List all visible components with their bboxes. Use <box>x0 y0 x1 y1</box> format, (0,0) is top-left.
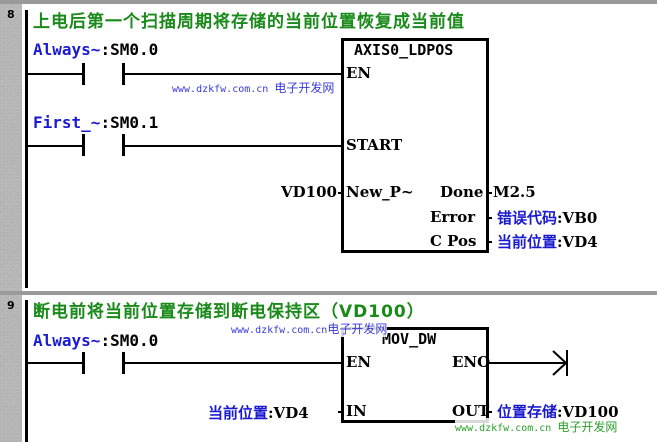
eno-wire <box>486 362 568 364</box>
pin-stub <box>486 411 492 413</box>
contact-address: :SM0.1 <box>100 113 159 132</box>
block-title: AXIS0_LDPOS <box>354 41 454 59</box>
watermark-name: 电子开发网 <box>274 81 335 95</box>
pin-en: EN <box>346 353 372 371</box>
watermark-url: www.dzkfw.com.cn <box>231 325 328 336</box>
pin-in: IN <box>346 402 367 420</box>
watermark-name: 电子开发网 <box>327 322 388 336</box>
pin-eno: ENO <box>452 353 491 371</box>
wire <box>125 73 343 75</box>
wire <box>28 73 82 75</box>
contact-symbol: First_~ <box>33 113 101 132</box>
network-separator <box>0 291 657 295</box>
contact-no-right[interactable] <box>122 63 125 85</box>
pin-new-p: New_P~ <box>346 183 414 201</box>
pin-c-pos: C Pos <box>430 232 477 250</box>
pin-stub <box>486 241 492 243</box>
network-comment[interactable]: 上电后第一个扫描周期将存储的当前位置恢复成当前值 <box>33 12 465 32</box>
network-number: 8 <box>7 8 15 21</box>
contact-symbol: Always~ <box>33 331 101 350</box>
contact-no-left[interactable] <box>82 134 85 156</box>
operand-address: :VD4 <box>557 233 598 251</box>
function-block-mov-dw[interactable] <box>341 327 489 423</box>
network-comment[interactable]: 断电前将当前位置存储到断电保持区（VD100） <box>33 302 425 322</box>
watermark: www.dzkfw.com.cn 电子开发网 <box>172 79 335 96</box>
operand-vd100[interactable]: VD100 <box>281 183 337 201</box>
contact-symbol: Always~ <box>33 40 101 59</box>
wire <box>125 145 343 147</box>
network-separator <box>0 0 657 4</box>
watermark-url: www.dzkfw.com.cn <box>172 84 269 95</box>
operand-address: :VD4 <box>268 404 309 422</box>
function-block-axis0-ldpos[interactable] <box>341 38 489 253</box>
contact-address: :SM0.0 <box>100 40 159 59</box>
operand-symbol: 当前位置 <box>208 404 269 422</box>
contact-label: Always~:SM0.0 <box>33 331 158 350</box>
pin-done: Done <box>440 183 484 201</box>
network-number: 9 <box>7 299 15 312</box>
end-coil-bar <box>566 350 568 376</box>
contact-label: Always~:SM0.0 <box>33 40 158 59</box>
contact-no-left[interactable] <box>82 352 85 374</box>
contact-address: :SM0.0 <box>100 331 159 350</box>
power-rail[interactable] <box>25 300 28 442</box>
operand-error[interactable]: 错误代码:VB0 <box>497 207 597 228</box>
pin-start: START <box>346 136 403 154</box>
watermark-url: www.dzkfw.com.cn <box>455 423 552 434</box>
pin-stub <box>486 192 492 194</box>
pin-stub <box>338 411 343 413</box>
wire <box>28 362 82 364</box>
contact-no-right[interactable] <box>122 134 125 156</box>
operand-address: :VB0 <box>557 209 598 227</box>
end-arrow-icon <box>552 350 567 376</box>
pin-stub <box>338 192 343 194</box>
wire <box>125 362 343 364</box>
operand-m2-5[interactable]: M2.5 <box>493 183 536 201</box>
operand-out[interactable]: 位置存储:VD100 <box>497 401 619 422</box>
pin-out: OUT <box>452 402 490 420</box>
power-rail[interactable] <box>25 10 28 288</box>
contact-label: First_~:SM0.1 <box>33 113 158 132</box>
block-title: MOV_DW <box>382 330 437 348</box>
watermark: www.dzkfw.com.cn 电子开发网 <box>455 418 618 435</box>
pin-stub <box>486 217 492 219</box>
contact-no-right[interactable] <box>122 352 125 374</box>
operand-c-pos[interactable]: 当前位置:VD4 <box>497 231 598 252</box>
network-gutter <box>0 0 22 442</box>
operand-in[interactable]: 当前位置:VD4 <box>208 402 309 423</box>
wire <box>28 145 82 147</box>
operand-symbol: 位置存储 <box>497 403 558 421</box>
operand-symbol: 当前位置 <box>497 233 558 251</box>
operand-address: :VD100 <box>557 403 619 421</box>
pin-en: EN <box>346 64 372 82</box>
pin-error: Error <box>430 208 476 226</box>
watermark: www.dzkfw.com.cn电子开发网 <box>231 320 388 337</box>
watermark-name: 电子开发网 <box>557 420 618 434</box>
contact-no-left[interactable] <box>82 63 85 85</box>
operand-symbol: 错误代码 <box>497 209 558 227</box>
